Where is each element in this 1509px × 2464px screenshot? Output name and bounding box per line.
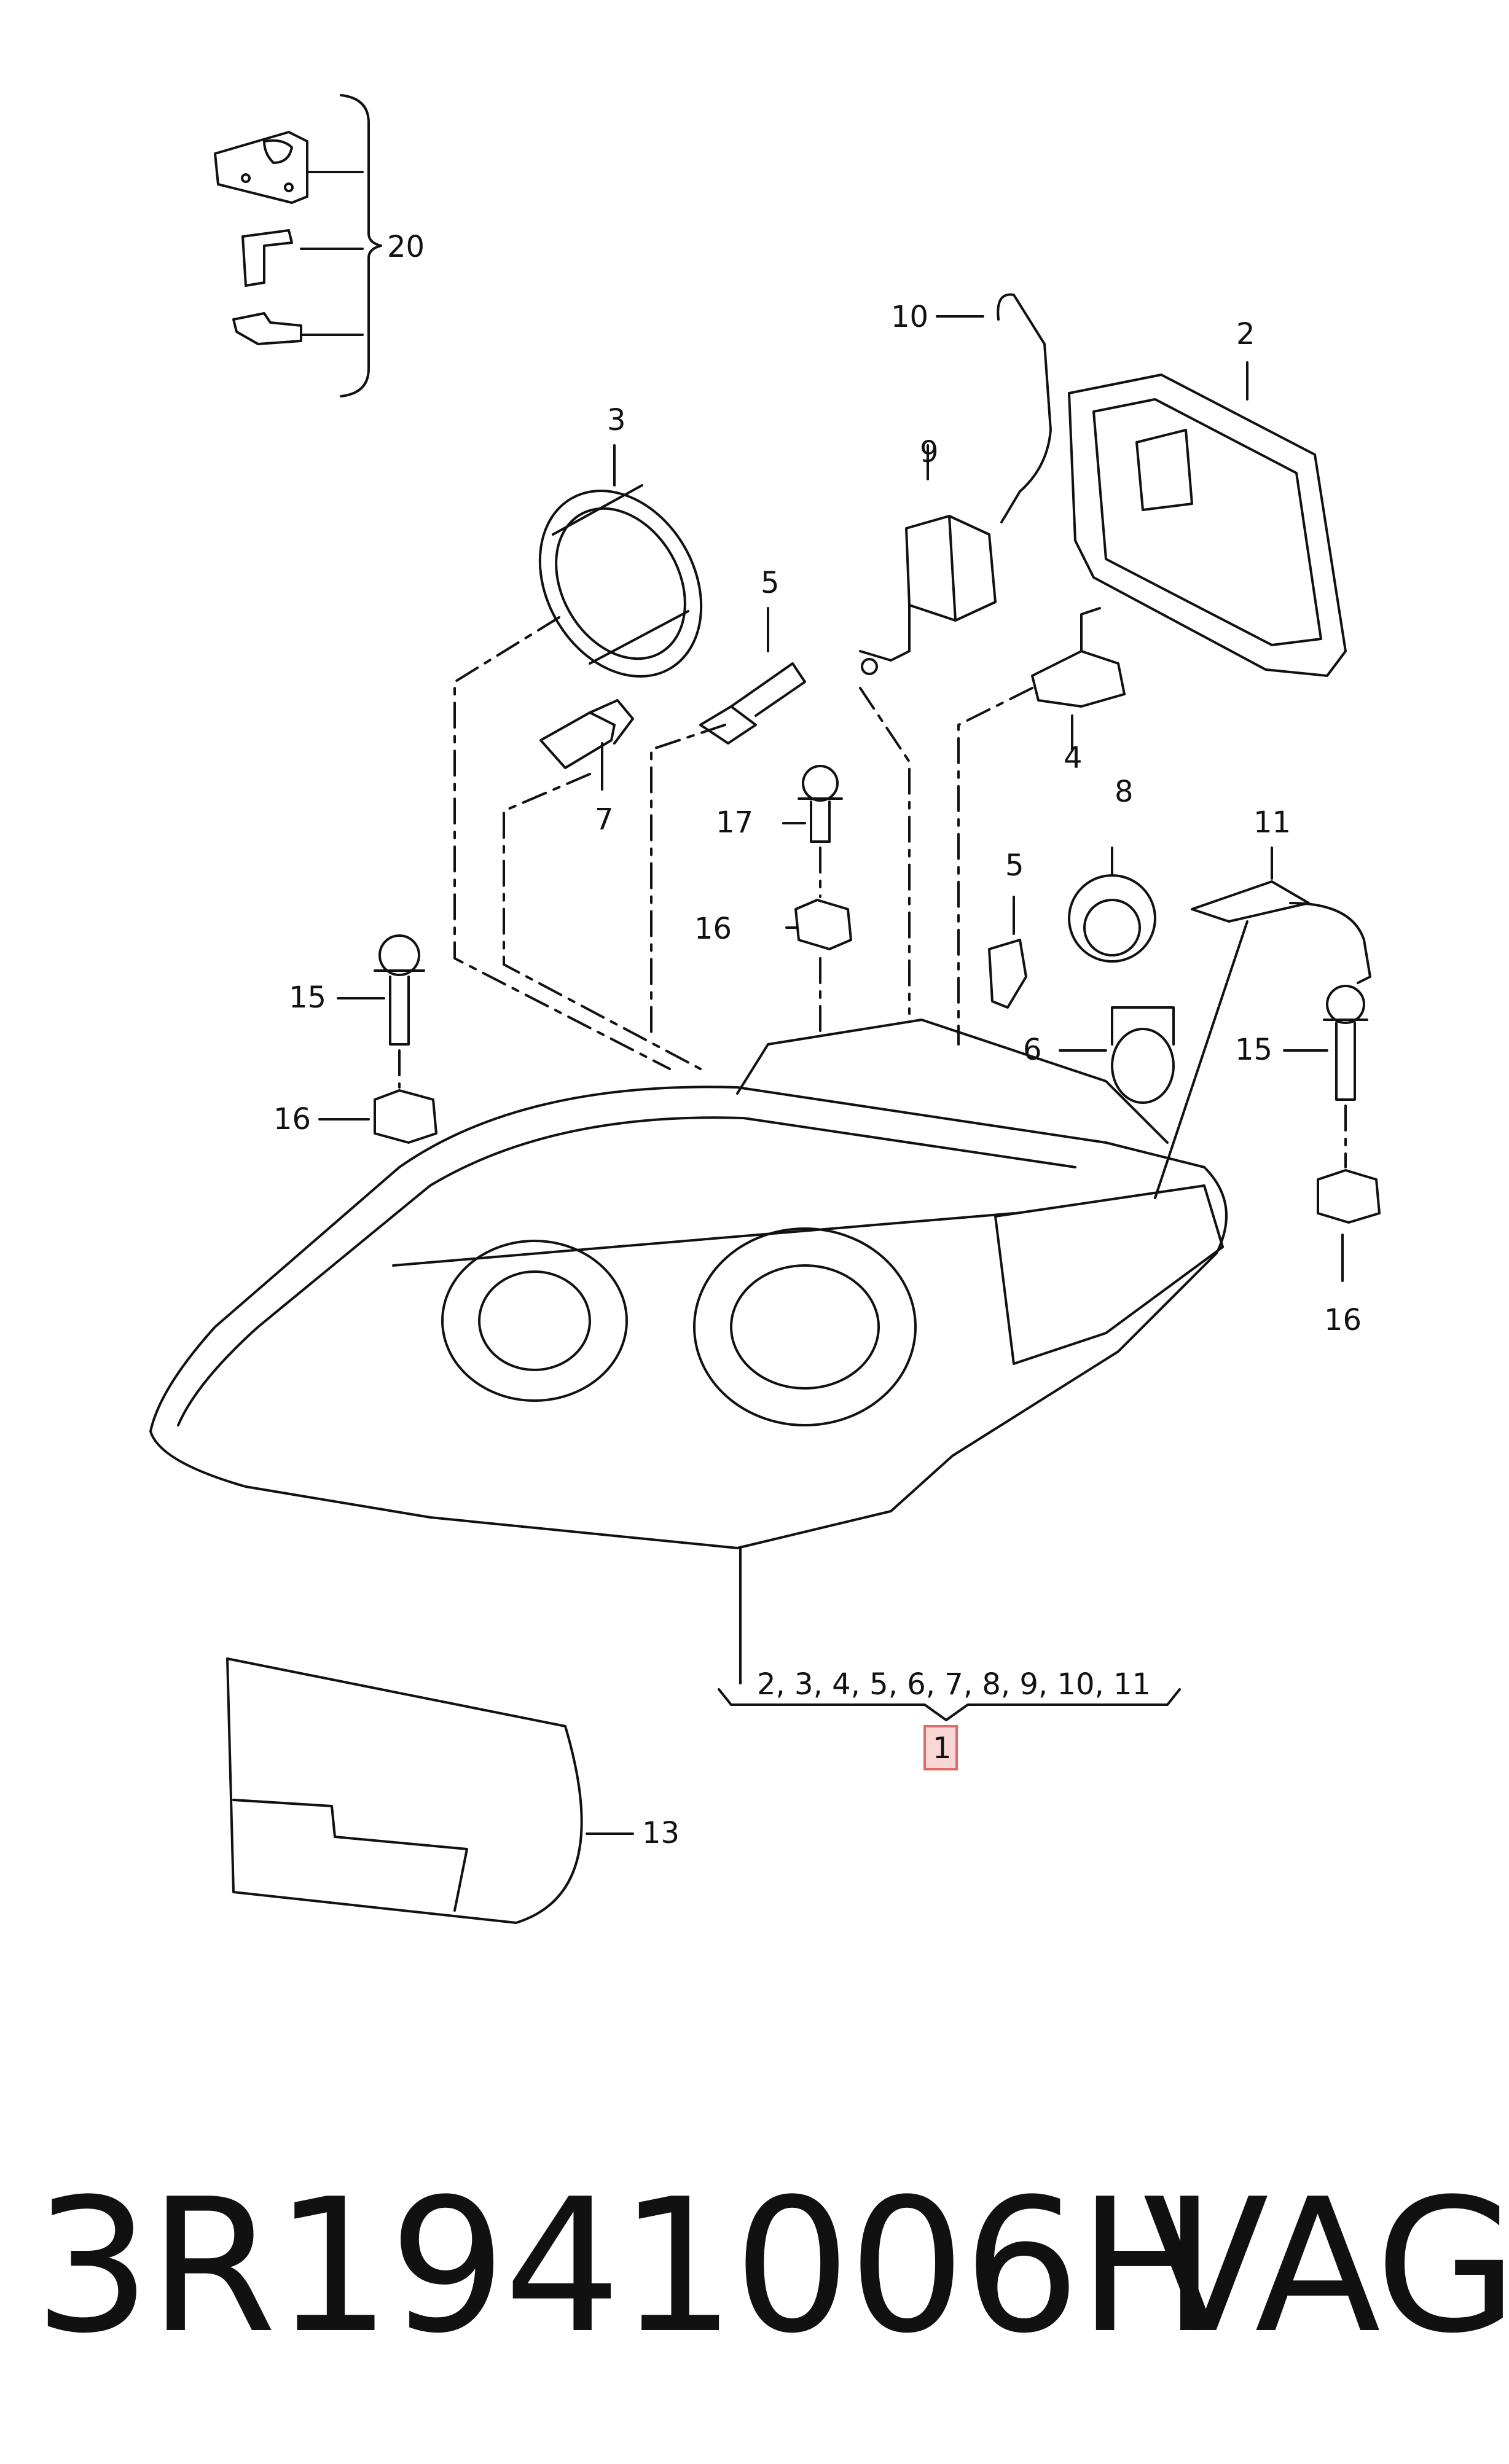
screw-15-left [337,934,425,1046]
callout-5-top: 5 [761,566,780,600]
callout-13: 13 [642,1816,680,1850]
brand-name: VAG [1143,2159,1509,2374]
bulb-h1 [539,699,634,791]
leader-lines [398,616,1347,1168]
callout-2: 2 [1236,317,1255,351]
bulb-t10-side [988,896,1027,1009]
callout-4: 4 [1064,741,1083,775]
callout-16-left: 16 [273,1102,311,1136]
leveling-motor [859,444,997,675]
rear-cover [1068,361,1347,677]
callout-11: 11 [1253,805,1291,840]
socket-16-middle [785,899,852,950]
callout-group-list: 2, 3, 4, 5, 6, 7, 8, 9, 10, 11 [757,1667,1151,1702]
callout-10: 10 [891,300,928,334]
callout-16-right: 16 [1324,1303,1362,1337]
bulb-holder-8 [1068,847,1156,963]
callout-8: 8 [1115,775,1134,809]
bulb-t10-top [699,607,806,745]
callout-7: 7 [595,802,614,837]
callout-20: 20 [387,230,425,264]
callout-6: 6 [1023,1033,1042,1067]
screw-15-right [1283,985,1368,1101]
headlamp-assembly [149,1019,1228,1684]
callout-9: 9 [920,435,939,469]
callout-1: 1 [933,1731,952,1766]
callout-5-side: 5 [1005,848,1024,883]
wire-harness [1154,847,1371,1199]
callout-15-right: 15 [1235,1033,1272,1067]
callout-17: 17 [716,805,753,840]
screw-17 [782,765,843,843]
bracket-set [214,94,382,397]
adjusting-rod [997,293,1052,523]
part-number: 3R1941006H [34,2159,1217,2374]
callout-15-left: 15 [289,980,326,1015]
socket-16-right [1317,1169,1381,1282]
deflector-film [226,1657,634,1924]
callout-16-middle: 16 [694,912,732,946]
bulb-holder-ring [538,444,703,678]
main-part-highlight [923,1725,958,1770]
bulb-h7 [1031,607,1126,751]
socket-16-left [318,1089,437,1144]
bulb-p21 [1059,1006,1175,1104]
group-bracket [718,1688,1181,1721]
callout-3: 3 [607,403,626,437]
